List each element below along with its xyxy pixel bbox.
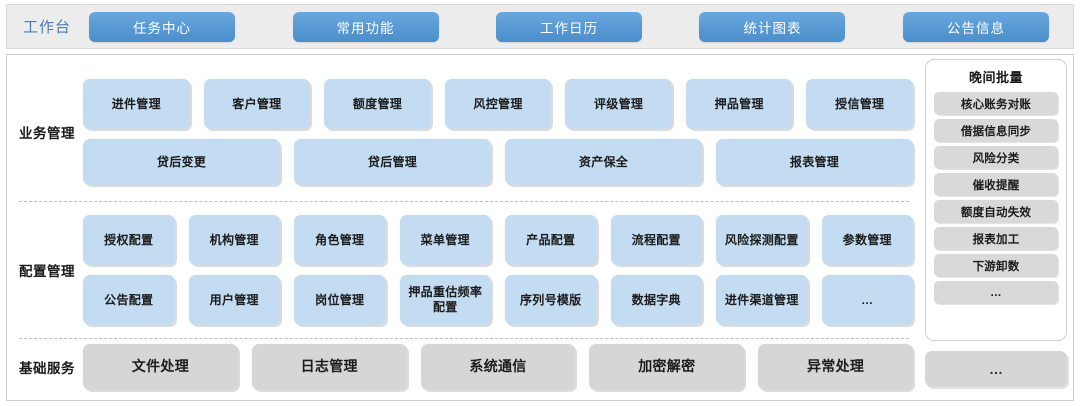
- module-card-announcement-config[interactable]: 公告配置: [83, 275, 175, 325]
- base-service-more-card[interactable]: …: [925, 351, 1067, 387]
- night-batch-panel: 晚间批量 核心账务对账 借据信息同步 风险分类 催收提醒 额度自动失效 报表加工…: [925, 59, 1067, 341]
- module-card-collateral-revaluation-frequency-config[interactable]: 押品重估频率配置: [399, 275, 491, 325]
- module-card-encryption-decryption[interactable]: 加密解密: [589, 344, 745, 390]
- divider-configuration-base: [19, 338, 909, 339]
- base-service-row-1: 文件处理 日志管理 系统通信 加密解密 异常处理: [83, 344, 913, 390]
- module-card-parameter-management[interactable]: 参数管理: [821, 215, 913, 265]
- module-card-rating-management[interactable]: 评级管理: [565, 79, 672, 129]
- module-card-log-management[interactable]: 日志管理: [251, 344, 407, 390]
- module-card-asset-preservation[interactable]: 资产保全: [505, 139, 702, 185]
- module-card-file-processing[interactable]: 文件处理: [83, 344, 238, 390]
- module-card-report-management[interactable]: 报表管理: [716, 139, 913, 185]
- module-card-menu-management[interactable]: 菜单管理: [399, 215, 491, 265]
- section-rows-configuration-management: 授权配置 机构管理 角色管理 菜单管理 产品配置 流程配置 风险探测配置 参数管…: [83, 215, 921, 325]
- section-business-management: 业务管理 进件管理 客户管理 额度管理 风控管理 评级管理 押品管理 授信管理 …: [7, 59, 921, 201]
- module-card-serial-number-template[interactable]: 序列号模版: [505, 275, 597, 325]
- module-card-post-loan-management[interactable]: 贷后管理: [294, 139, 491, 185]
- workbench-label: 工作台: [23, 19, 72, 36]
- module-card-credit-granting-management[interactable]: 授信管理: [806, 79, 914, 129]
- section-rows-business-management: 进件管理 客户管理 额度管理 风控管理 评级管理 押品管理 授信管理 贷后变更 …: [83, 79, 921, 185]
- business-row-2: 贷后变更 贷后管理 资产保全 报表管理: [83, 139, 913, 185]
- nav-button-common-functions[interactable]: 常用功能: [292, 11, 439, 42]
- module-card-configuration-more[interactable]: …: [821, 275, 913, 325]
- module-card-risk-detection-config[interactable]: 风险探测配置: [716, 215, 808, 265]
- night-batch-title: 晚间批量: [968, 70, 1023, 85]
- module-card-position-management[interactable]: 岗位管理: [294, 275, 386, 325]
- module-card-process-config[interactable]: 流程配置: [610, 215, 702, 265]
- module-card-data-dictionary[interactable]: 数据字典: [610, 275, 702, 325]
- top-nav-button-group: 任务中心 常用功能 工作日历 统计图表 公告信息: [89, 11, 1073, 42]
- module-card-collateral-management[interactable]: 押品管理: [685, 79, 793, 129]
- nav-button-work-calendar[interactable]: 工作日历: [495, 11, 642, 42]
- section-base-service: 基础服务 文件处理 日志管理 系统通信 加密解密 异常处理: [7, 339, 921, 395]
- module-card-system-communication[interactable]: 系统通信: [420, 344, 576, 390]
- divider-business-configuration: [19, 201, 909, 202]
- batch-item-report-processing[interactable]: 报表加工: [934, 227, 1058, 250]
- section-label-base-service: 基础服务: [19, 361, 75, 376]
- module-card-application-management[interactable]: 进件管理: [83, 79, 190, 129]
- module-card-post-loan-change[interactable]: 贷后变更: [83, 139, 280, 185]
- batch-item-more[interactable]: …: [934, 281, 1058, 304]
- nav-button-statistics-chart[interactable]: 统计图表: [699, 11, 846, 42]
- nav-button-task-center[interactable]: 任务中心: [89, 11, 236, 42]
- batch-item-loan-receipt-sync[interactable]: 借据信息同步: [934, 119, 1058, 142]
- section-rows-base-service: 文件处理 日志管理 系统通信 加密解密 异常处理: [83, 344, 921, 390]
- module-card-authorization-config[interactable]: 授权配置: [83, 215, 175, 265]
- section-label-configuration-management: 配置管理: [19, 264, 75, 279]
- batch-item-downstream-data-unload[interactable]: 下游卸数: [934, 254, 1058, 277]
- nav-button-announcement[interactable]: 公告信息: [902, 11, 1049, 42]
- module-card-risk-control-management[interactable]: 风控管理: [444, 79, 552, 129]
- module-card-exception-handling[interactable]: 异常处理: [758, 344, 913, 390]
- batch-item-core-account-reconciliation[interactable]: 核心账务对账: [934, 92, 1058, 115]
- module-columns: 业务管理 进件管理 客户管理 额度管理 风控管理 评级管理 押品管理 授信管理 …: [7, 55, 921, 400]
- main-content-frame: 业务管理 进件管理 客户管理 额度管理 风控管理 评级管理 押品管理 授信管理 …: [6, 54, 1074, 401]
- module-card-product-config[interactable]: 产品配置: [505, 215, 597, 265]
- module-card-customer-management[interactable]: 客户管理: [203, 79, 311, 129]
- right-column: 晚间批量 核心账务对账 借据信息同步 风险分类 催收提醒 额度自动失效 报表加工…: [921, 55, 1073, 400]
- batch-item-risk-classification[interactable]: 风险分类: [934, 146, 1058, 169]
- module-card-application-channel-management[interactable]: 进件渠道管理: [716, 275, 808, 325]
- business-row-1: 进件管理 客户管理 额度管理 风控管理 评级管理 押品管理 授信管理: [83, 79, 914, 129]
- section-label-business-management: 业务管理: [19, 126, 75, 141]
- batch-item-collection-reminder[interactable]: 催收提醒: [934, 173, 1058, 196]
- section-configuration-management: 配置管理 授权配置 机构管理 角色管理 菜单管理 产品配置 流程配置 风险探测配…: [7, 202, 921, 338]
- top-navigation-bar: 工作台 任务中心 常用功能 工作日历 统计图表 公告信息: [6, 4, 1074, 49]
- module-card-role-management[interactable]: 角色管理: [294, 215, 386, 265]
- configuration-row-1: 授权配置 机构管理 角色管理 菜单管理 产品配置 流程配置 风险探测配置 参数管…: [83, 215, 913, 265]
- module-card-organization-management[interactable]: 机构管理: [188, 215, 280, 265]
- module-card-credit-limit-management[interactable]: 额度管理: [324, 79, 431, 129]
- module-card-user-management[interactable]: 用户管理: [188, 275, 280, 325]
- batch-item-credit-limit-auto-expiry[interactable]: 额度自动失效: [934, 200, 1058, 223]
- configuration-row-2: 公告配置 用户管理 岗位管理 押品重估频率配置 序列号模版 数据字典 进件渠道管…: [83, 275, 913, 325]
